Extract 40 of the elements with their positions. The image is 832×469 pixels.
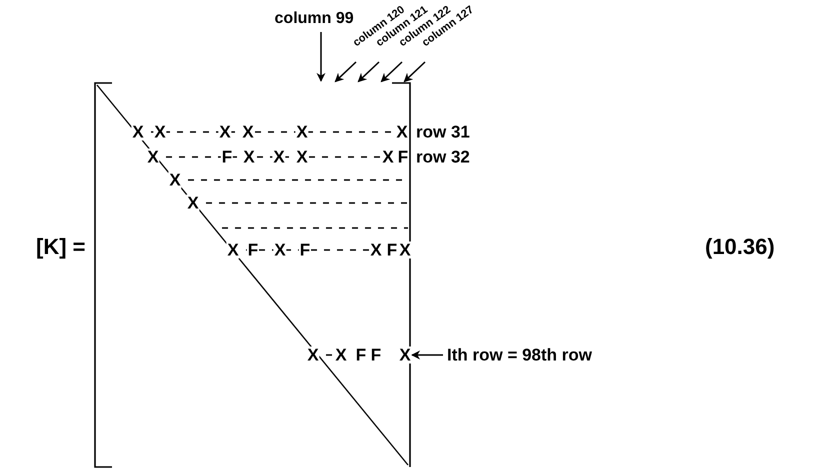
matrix-entry: F (370, 346, 382, 364)
row-label: Ith row = 98th row (447, 346, 592, 364)
matrix-entry: F (386, 242, 398, 258)
matrix-entry: X (186, 194, 200, 212)
matrix-entry: F (354, 346, 368, 364)
arrow (411, 350, 443, 360)
arrow (316, 32, 326, 82)
matrix-entry: X (218, 124, 232, 140)
matrix-entry: X (398, 242, 412, 258)
equation-text: [K] = (36, 236, 86, 258)
matrix-entry: X (272, 148, 286, 166)
matrix-entry: F (298, 242, 312, 258)
matrix-entry: F (396, 148, 410, 166)
matrix-entry: X (381, 148, 395, 166)
matrix-entry: X (395, 124, 409, 140)
matrix-entry: X (295, 124, 309, 140)
matrix-entry: X (273, 242, 287, 258)
matrix-entry: X (306, 346, 320, 364)
arrow (404, 61, 426, 82)
row-label: row 31 (416, 124, 470, 140)
matrix-entry: F (246, 242, 260, 258)
matrix-entry: X (369, 242, 383, 258)
matrix-entry: X (241, 124, 255, 140)
matrix-entry: X (398, 346, 412, 364)
matrix-entry: F (220, 148, 234, 166)
matrix-entry: X (226, 242, 240, 258)
matrix-entry: X (131, 124, 145, 140)
matrix-drawing (94, 82, 411, 468)
matrix-entry: X (334, 346, 348, 364)
matrix-entry: X (153, 124, 167, 140)
matrix-entry: X (168, 172, 182, 188)
arrow (334, 61, 357, 82)
arrow (380, 61, 403, 82)
equation-number: (10.36) (705, 236, 775, 258)
matrix-entry: X (242, 148, 256, 166)
row-label: row 32 (416, 148, 470, 166)
arrow (358, 61, 380, 82)
matrix-entry: X (295, 148, 309, 166)
matrix-entry: X (146, 148, 160, 166)
column-label: column 99 (274, 11, 354, 27)
